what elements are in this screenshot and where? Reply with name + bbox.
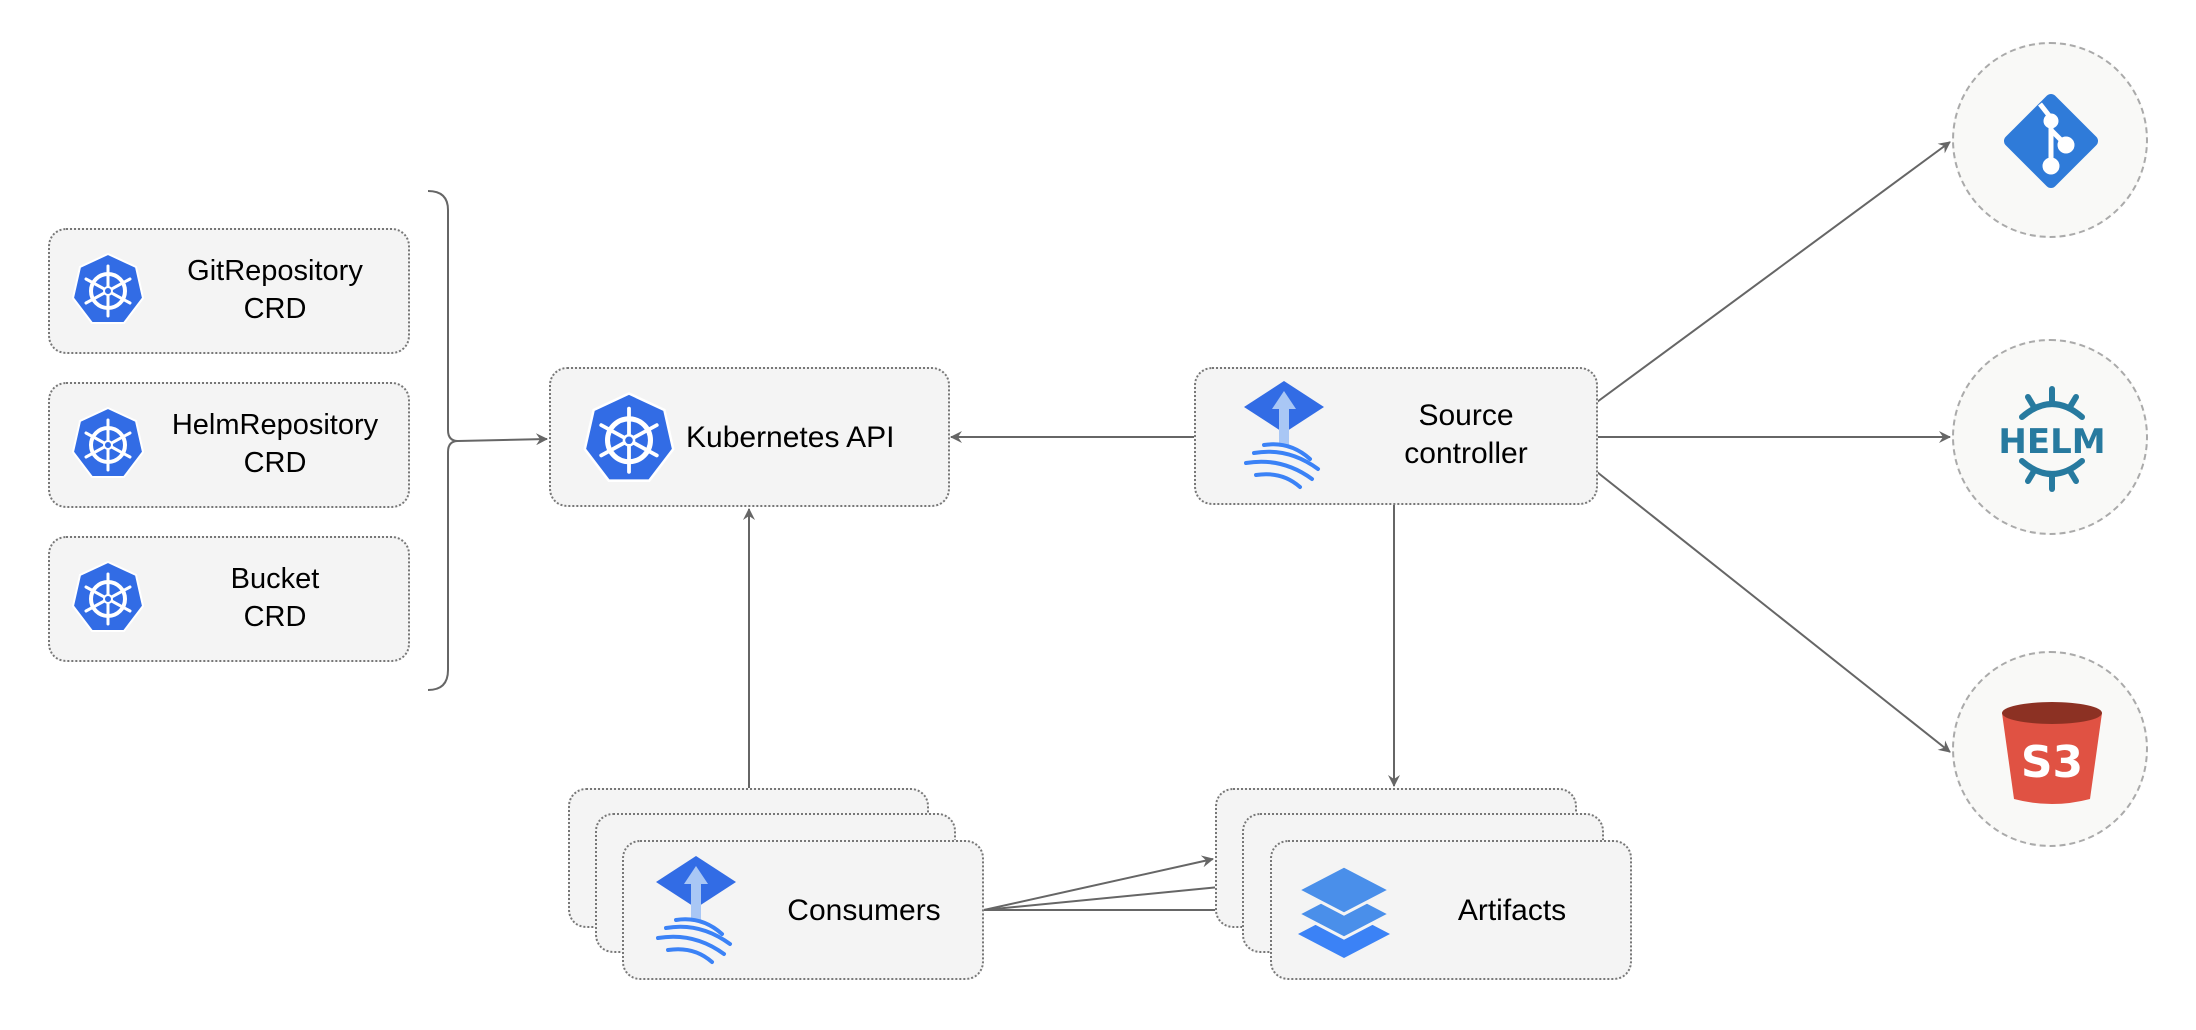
artifacts-box[interactable]: Artifacts (1270, 840, 1632, 980)
kubernetes-api-box[interactable]: Kubernetes API (549, 367, 950, 507)
helm-source-node[interactable]: HELM (1952, 339, 2148, 535)
crd-name: HelmRepository (171, 409, 379, 441)
kubernetes-icon (71, 560, 145, 633)
source-controller-label-line1: Source (1418, 399, 1514, 432)
flux-icon (1242, 379, 1326, 489)
consumers-label: Consumers (787, 894, 941, 927)
helmrepository-crd-box[interactable]: HelmRepository CRD (48, 382, 410, 508)
helm-logo-text: HELM (1998, 422, 2105, 462)
arrow-source-to-s3 (1596, 471, 1951, 753)
crd-brace (427, 190, 459, 691)
gitrepository-crd-box[interactable]: GitRepository CRD (48, 228, 410, 354)
kubernetes-icon (71, 252, 145, 325)
helm-icon: HELM (1998, 386, 2106, 492)
crd-suffix: CRD (243, 447, 307, 479)
s3-source-node[interactable]: S3 (1952, 651, 2148, 847)
arrow-consumers-to-artifact-2 (983, 880, 1241, 911)
layers-icon (1294, 864, 1394, 958)
crd-name: Bucket (230, 563, 320, 595)
consumers-box[interactable]: Consumers (622, 840, 984, 980)
s3-bucket-icon: S3 (2002, 702, 2102, 804)
kubernetes-api-label: Kubernetes API (686, 421, 895, 454)
artifacts-label: Artifacts (1457, 894, 1567, 927)
source-controller-label-line2: controller (1404, 437, 1528, 470)
git-icon (2003, 93, 2099, 189)
arrow-crds-to-api (457, 433, 548, 446)
git-source-node[interactable] (1952, 42, 2148, 238)
s3-logo-text: S3 (2021, 737, 2083, 788)
kubernetes-icon (71, 406, 145, 479)
arrow-source-to-git (1596, 141, 1951, 403)
source-controller-box[interactable]: Source controller (1194, 367, 1598, 505)
arrow-consumers-to-artifact-1 (983, 855, 1214, 911)
crd-suffix: CRD (243, 601, 307, 633)
flux-icon (654, 854, 738, 964)
kubernetes-icon (581, 391, 677, 487)
crd-suffix: CRD (243, 293, 307, 325)
crd-name: GitRepository (187, 255, 363, 287)
bucket-crd-box[interactable]: Bucket CRD (48, 536, 410, 662)
